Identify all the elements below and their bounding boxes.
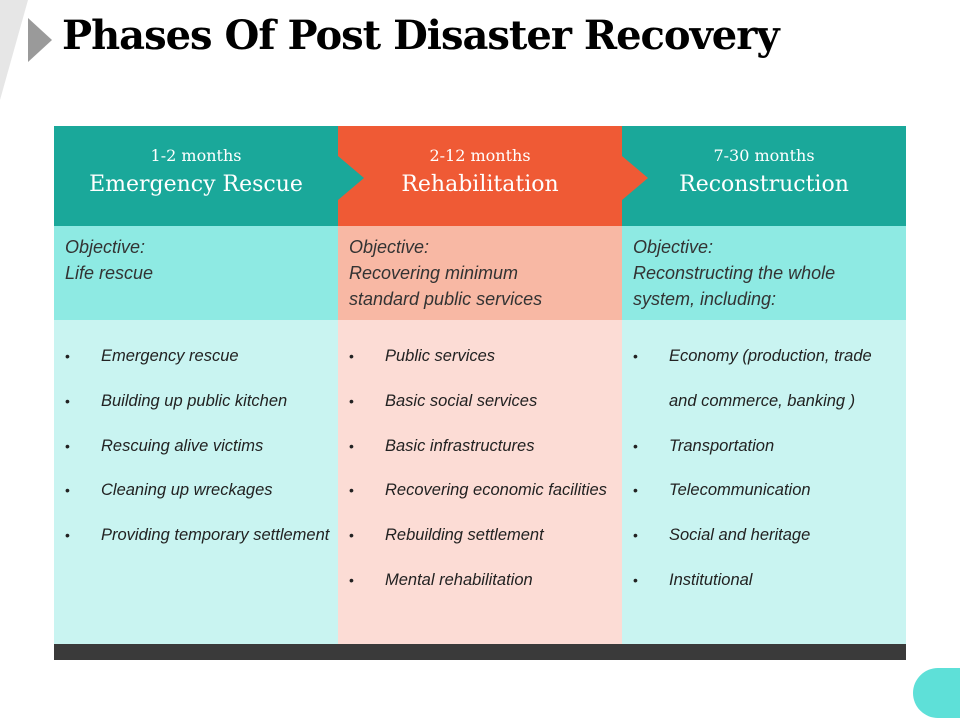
list-item: •Telecommunication [622, 468, 906, 513]
phase-duration: 1-2 months [150, 146, 242, 165]
bullet-icon: • [349, 571, 354, 588]
phase-item-list: •Public services •Basic social services … [338, 320, 622, 644]
list-item: •Recovering economic facilities [338, 468, 622, 513]
list-item: •Providing temporary settlement [54, 513, 338, 558]
phase-name: Emergency Rescue [89, 172, 303, 197]
phase-item-list: •Emergency rescue •Building up public ki… [54, 320, 338, 644]
phase-objective: Objective: Life rescue [54, 226, 338, 320]
objective-text: Life rescue [65, 263, 154, 283]
list-item: •Transportation [622, 424, 906, 469]
bullet-icon: • [65, 482, 70, 499]
phase-column-emergency-rescue: 1-2 months Emergency Rescue Objective: L… [54, 126, 338, 644]
phase-item-list: •Economy (production, trade and commerce… [622, 320, 906, 644]
bullet-icon: • [65, 527, 70, 544]
bullet-icon: • [65, 348, 70, 364]
objective-text: standard public services [349, 289, 543, 309]
objective-label: Objective: [349, 237, 430, 257]
phase-duration: 2-12 months [429, 146, 531, 165]
phase-header: 7-30 months Reconstruction [622, 126, 906, 226]
bullet-icon: • [633, 571, 638, 588]
page-title: Phases Of Post Disaster Recovery [62, 12, 780, 59]
list-item: •Basic social services [338, 379, 622, 424]
phase-header: 2-12 months Rehabilitation [338, 126, 622, 226]
objective-text: system, including: [633, 289, 777, 309]
list-item: •Building up public kitchen [54, 379, 338, 424]
list-item: •Rebuilding settlement [338, 513, 622, 558]
objective-label: Objective: [633, 237, 714, 257]
bottom-bar [54, 644, 906, 660]
phase-duration: 7-30 months [713, 146, 815, 165]
corner-decoration [913, 668, 960, 718]
phase-arrow-right-icon [622, 156, 648, 200]
bullet-icon: • [349, 348, 354, 364]
bullet-icon: • [349, 527, 354, 544]
list-item: •Mental rehabilitation [338, 558, 622, 603]
list-item: •Emergency rescue [54, 334, 338, 379]
objective-label: Objective: [65, 237, 146, 257]
bullet-icon: • [349, 392, 354, 409]
list-item: •Social and heritage [622, 513, 906, 558]
phases-table: 1-2 months Emergency Rescue Objective: L… [54, 126, 906, 660]
list-item: •Cleaning up wreckages [54, 468, 338, 513]
list-item: •Economy (production, trade and commerce… [622, 334, 906, 424]
bullet-icon: • [633, 482, 638, 499]
bullet-icon: • [65, 437, 70, 454]
phase-name: Rehabilitation [401, 172, 559, 197]
list-item: •Basic infrastructures [338, 424, 622, 469]
objective-text: Reconstructing the whole [633, 263, 836, 283]
phase-objective: Objective: Reconstructing the whole syst… [622, 226, 906, 320]
phase-name: Reconstruction [679, 172, 849, 197]
phase-column-reconstruction: 7-30 months Reconstruction Objective: Re… [622, 126, 906, 644]
bullet-icon: • [65, 392, 70, 409]
bullet-icon: • [349, 437, 354, 454]
bullet-icon: • [633, 437, 638, 454]
corner-chevron-decoration [0, 0, 52, 100]
objective-text: Recovering minimum [349, 263, 519, 283]
list-item: •Rescuing alive victims [54, 424, 338, 469]
bullet-icon: • [633, 348, 638, 364]
bullet-icon: • [633, 527, 638, 544]
list-item: •Public services [338, 334, 622, 379]
phase-header: 1-2 months Emergency Rescue [54, 126, 338, 226]
phase-arrow-right-icon [338, 156, 364, 200]
phase-objective: Objective: Recovering minimum standard p… [338, 226, 622, 320]
list-item: •Institutional [622, 558, 906, 603]
phase-column-rehabilitation: 2-12 months Rehabilitation Objective: Re… [338, 126, 622, 644]
bullet-icon: • [349, 482, 354, 499]
